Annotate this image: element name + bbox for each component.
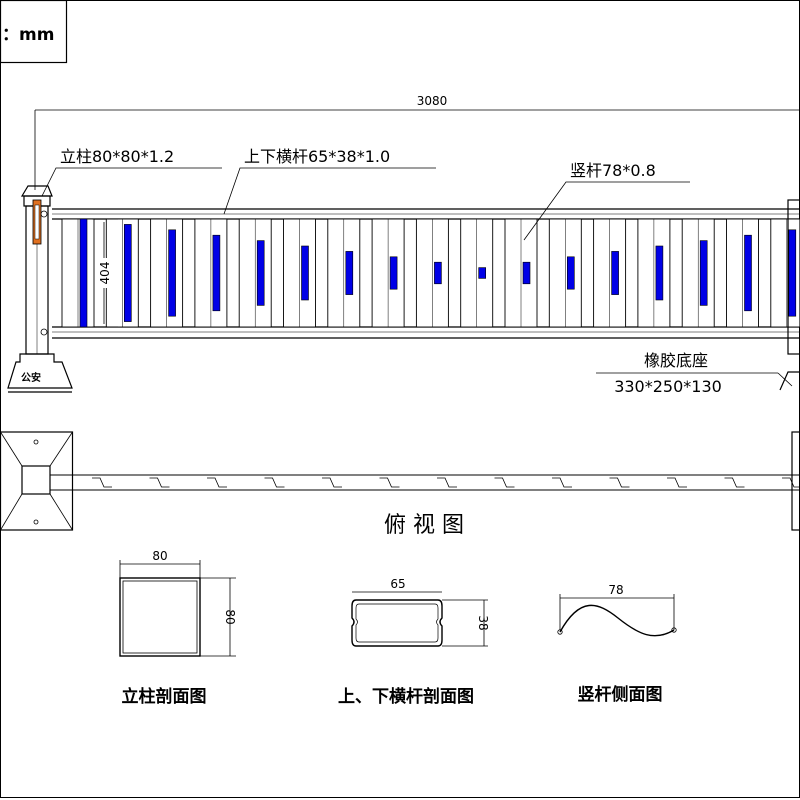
fence-elevation [52, 208, 800, 339]
height-dimension-label: 404 [98, 262, 112, 285]
picket [61, 218, 95, 328]
callout-picket-label: 竖杆78*0.8 [570, 161, 656, 180]
pickets [61, 218, 800, 328]
length-dimension-label: 3080 [417, 94, 448, 108]
post-section-title: 立柱剖面图 [122, 686, 207, 707]
length-dimension: 3080 [34, 94, 800, 190]
height-dimension: 404 [92, 218, 118, 328]
picket-reflective-band [168, 229, 176, 317]
callout-base: 橡胶底座 330*250*130 [596, 351, 793, 396]
rail-section-width: 65 [390, 577, 405, 591]
picket-reflective-band [522, 261, 531, 285]
picket-reflective-band [699, 240, 708, 306]
callout-base-name: 橡胶底座 [644, 351, 708, 370]
picket-reflective-band [212, 234, 221, 312]
base-marking: 公安 [21, 371, 41, 384]
picket-reflective-band [655, 245, 664, 301]
picket-reflective-band [256, 240, 265, 306]
picket-reflective-band [478, 267, 487, 279]
picket-reflective-band [744, 234, 752, 312]
picket-side: 78 竖杆侧面图 [557, 583, 677, 705]
picket [238, 218, 272, 328]
callout-base-size: 330*250*130 [614, 377, 722, 396]
picket-reflective-band [566, 256, 575, 290]
callout-picket: 竖杆78*0.8 [523, 161, 690, 241]
picket [460, 218, 494, 328]
picket [726, 218, 759, 328]
plan-picket-mark [494, 477, 515, 488]
picket-reflective-band [788, 229, 797, 317]
picket-reflective-band [301, 245, 309, 301]
picket-reflective-band [124, 224, 132, 322]
picket [681, 218, 715, 328]
picket [770, 218, 800, 328]
picket [194, 218, 228, 328]
picket [548, 218, 582, 328]
post-section-width: 80 [152, 549, 167, 563]
picket-side-title: 竖杆侧面图 [578, 684, 663, 705]
post-section-height: 80 [223, 609, 237, 624]
bottom-rail [52, 326, 800, 339]
picket-reflective-band [79, 218, 88, 328]
picket [637, 218, 671, 328]
plan-picket-mark [149, 477, 170, 488]
top-view-base-left [0, 431, 74, 531]
picket [327, 218, 361, 328]
top-view: 俯 视 图 [0, 431, 800, 538]
rail-section: 65 38 上、下横杆剖面图 [338, 577, 490, 707]
unit-box: ：mm [0, 0, 68, 64]
picket-reflective-band [389, 256, 398, 290]
top-view-pickets [92, 477, 800, 488]
plan-picket-mark [667, 477, 687, 488]
callout-rails-label: 上下横杆65*38*1.0 [244, 147, 390, 166]
callout-rails: 上下横杆65*38*1.0 [223, 147, 436, 215]
picket-reflective-band [345, 251, 354, 295]
picket [415, 218, 449, 328]
top-view-base-right [791, 431, 800, 531]
plan-picket-mark [92, 477, 112, 488]
picket [150, 218, 184, 328]
plan-picket-mark [437, 477, 457, 488]
top-rail [52, 208, 800, 220]
top-view-title: 俯 视 图 [384, 513, 464, 538]
picket [593, 218, 627, 328]
picket [504, 218, 538, 328]
plan-picket-mark [322, 477, 342, 488]
plan-picket-mark [264, 477, 285, 488]
plan-picket-mark [207, 477, 227, 488]
picket [283, 218, 316, 328]
unit-label: ：mm [2, 25, 54, 45]
plan-picket-mark [724, 477, 745, 488]
post-section: 80 80 立柱剖面图 [119, 549, 237, 707]
picket-reflective-band [611, 251, 619, 295]
picket-reflective-band [434, 261, 442, 285]
plan-picket-mark [782, 477, 800, 488]
rail-section-title: 上、下横杆剖面图 [338, 686, 474, 707]
post-right [779, 199, 800, 391]
plan-picket-mark [379, 477, 400, 488]
callout-post-label: 立柱80*80*1.2 [60, 147, 174, 166]
picket-side-width: 78 [608, 583, 623, 597]
rail-section-height: 38 [476, 615, 490, 630]
post-left: 公安 [7, 185, 73, 393]
callout-post: 立柱80*80*1.2 [41, 147, 222, 197]
picket [371, 218, 405, 328]
plan-picket-mark [552, 477, 572, 488]
plan-picket-mark [609, 477, 630, 488]
